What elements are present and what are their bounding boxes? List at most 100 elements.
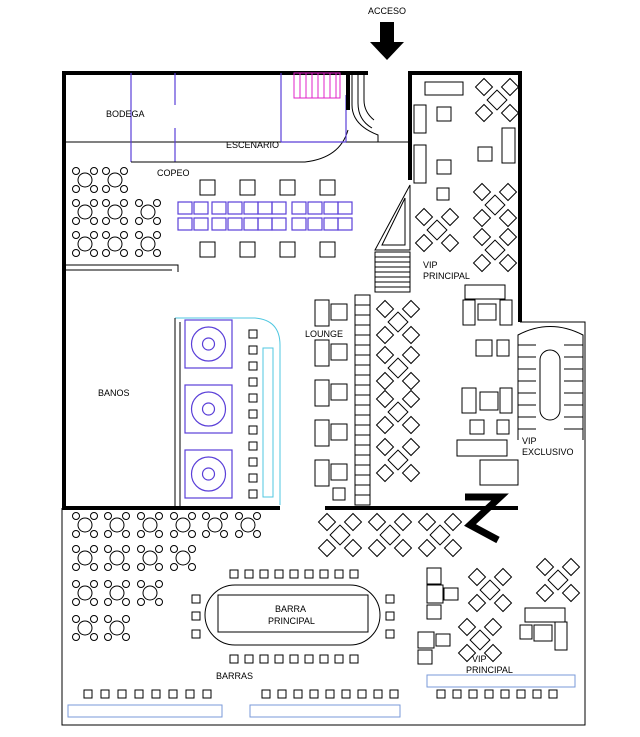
chair (104, 615, 112, 623)
chair (72, 249, 80, 257)
diamond-table-set (535, 557, 581, 603)
bar-stool (202, 689, 212, 699)
chair (72, 580, 80, 588)
chair (440, 233, 460, 253)
chair (500, 77, 520, 97)
chair (72, 199, 80, 207)
chair (414, 233, 434, 253)
chair (104, 545, 112, 553)
stool (332, 487, 346, 501)
bar-stool (389, 689, 399, 699)
chair (104, 580, 112, 588)
bar-stool (134, 689, 144, 699)
chair (483, 643, 503, 663)
chair (122, 615, 130, 623)
label-banos: BANOS (98, 388, 130, 398)
chair (474, 77, 494, 97)
round-table (202, 512, 228, 538)
stage-area (64, 73, 410, 163)
diamond-table-set (367, 512, 413, 558)
label-barras: BARRAS (216, 671, 253, 681)
chair (122, 580, 130, 588)
chair (393, 512, 413, 532)
chair (561, 583, 581, 603)
diamond-table-set (467, 567, 513, 613)
chair (135, 249, 143, 257)
chair (137, 512, 145, 520)
chair (120, 217, 128, 225)
bar-stool (274, 654, 284, 664)
chair (90, 580, 98, 588)
chair (120, 249, 128, 257)
diamond-table-set (375, 437, 421, 483)
bathroom-area (174, 317, 281, 508)
round-table (104, 580, 130, 606)
bar-stool (548, 689, 558, 699)
toilet-block (184, 384, 233, 434)
vip-upper-seating (413, 81, 516, 457)
chair (90, 512, 98, 520)
chair (253, 530, 261, 538)
lounge-bench (354, 294, 371, 506)
round-table (102, 231, 128, 257)
bar-stool (373, 689, 383, 699)
chair (90, 563, 98, 571)
chair (135, 217, 143, 225)
chair (122, 545, 130, 553)
chair (393, 538, 413, 558)
chair (72, 545, 80, 553)
label-lounge: LOUNGE (305, 329, 343, 339)
bar-stool (334, 654, 344, 664)
copeo-chairs (177, 201, 353, 231)
sink (248, 473, 258, 483)
bar-counters (67, 674, 576, 718)
chair (472, 227, 492, 247)
bar-stool (325, 689, 335, 699)
lounge-set (314, 379, 348, 407)
round-table (104, 545, 130, 571)
chair (498, 208, 518, 228)
bar-stool (83, 689, 93, 699)
diamond-table-set (414, 207, 460, 253)
bar-stool (319, 569, 329, 579)
label-escenario: ESCENARIO (226, 140, 279, 150)
chair (188, 563, 196, 571)
chair (401, 437, 421, 457)
chair (153, 231, 161, 239)
sink (248, 441, 258, 451)
chair (90, 217, 98, 225)
chair (417, 538, 437, 558)
chair (457, 643, 477, 663)
round-table (72, 580, 98, 606)
chair (317, 512, 337, 532)
chair (104, 598, 112, 606)
bar-stool (385, 629, 395, 639)
chair (72, 185, 80, 193)
round-table (137, 545, 163, 571)
main-bar (204, 584, 381, 646)
chair (443, 512, 463, 532)
chair (401, 463, 421, 483)
chair (375, 389, 395, 409)
chair (498, 253, 518, 273)
chair (472, 182, 492, 202)
bar-stool (357, 689, 367, 699)
chair (155, 530, 163, 538)
chair (102, 231, 110, 239)
chair (561, 557, 581, 577)
chair (135, 199, 143, 207)
diamond-table-set (472, 182, 518, 228)
round-table (137, 580, 163, 606)
bar-stool (244, 654, 254, 664)
chair (72, 512, 80, 520)
chair (440, 207, 460, 227)
bar-stool (259, 654, 269, 664)
round-table (104, 512, 130, 538)
toilet-block (184, 319, 233, 369)
chair (102, 185, 110, 193)
lounge-set (314, 419, 348, 447)
bar-stool (277, 689, 287, 699)
chair (401, 345, 421, 365)
chair (122, 530, 130, 538)
chair (343, 512, 363, 532)
